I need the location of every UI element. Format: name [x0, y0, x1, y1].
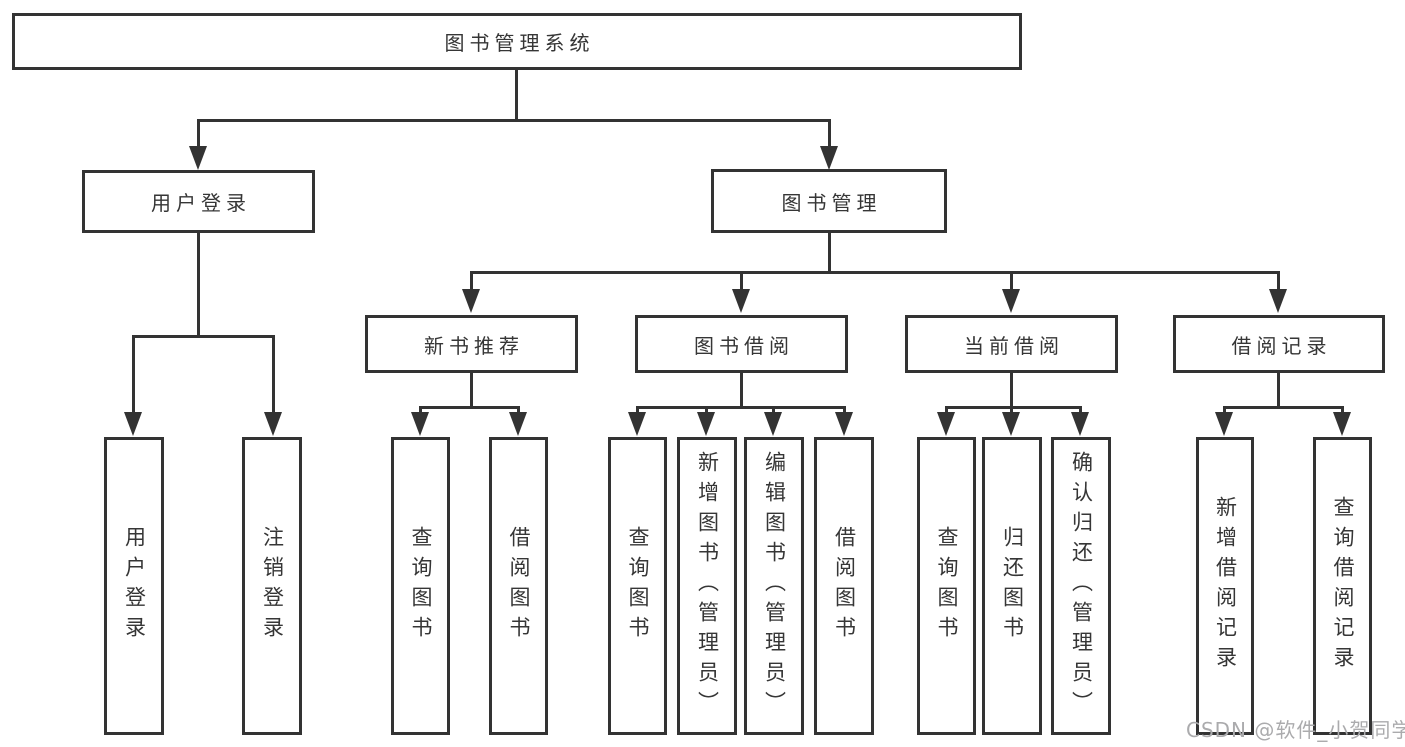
arrow-down-icon [462, 289, 480, 313]
node-leaf-rec-borrow-books: 借阅图书 [489, 437, 548, 735]
csdn-watermark: CSDN @软件_小贺同学 [1186, 718, 1405, 742]
arrow-down-icon [732, 289, 750, 313]
arrow-down-icon [1002, 289, 1020, 313]
node-current-borrowing: 当前借阅 [905, 315, 1118, 373]
arrow-down-icon [835, 412, 853, 436]
node-leaf-cb-query-books: 查询图书 [917, 437, 976, 735]
connector-line [636, 406, 846, 409]
node-leaf-rec-query-books: 查询图书 [391, 437, 450, 735]
connector-line [132, 335, 135, 415]
connector-line [828, 119, 831, 151]
connector-line [1277, 373, 1280, 408]
arrow-down-icon [509, 412, 527, 436]
connector-line [272, 335, 275, 415]
node-borrowing-records: 借阅记录 [1173, 315, 1385, 373]
connector-line [1277, 271, 1280, 295]
connector-line [419, 406, 520, 409]
arrow-down-icon [937, 412, 955, 436]
connector-line [132, 335, 275, 338]
arrow-down-icon [1269, 289, 1287, 313]
node-library-management-system: 图书管理系统 [12, 13, 1022, 70]
node-leaf-logout: 注销登录 [242, 437, 302, 735]
arrow-down-icon [411, 412, 429, 436]
connector-line [470, 271, 473, 295]
arrow-down-icon [124, 412, 142, 436]
node-leaf-user-login: 用户登录 [104, 437, 164, 735]
connector-line [197, 119, 200, 151]
connector-line [740, 373, 743, 408]
connector-line [740, 271, 743, 295]
node-leaf-cb-return-books: 归还图书 [982, 437, 1042, 735]
node-leaf-bb-add-books-admin: 新增图书（管理员） [677, 437, 737, 735]
connector-line [197, 233, 200, 335]
connector-line [1010, 373, 1013, 408]
node-leaf-bb-edit-books-admin: 编辑图书（管理员） [744, 437, 804, 735]
node-leaf-bb-query-books: 查询图书 [608, 437, 667, 735]
arrow-down-icon [264, 412, 282, 436]
node-user-login: 用户登录 [82, 170, 315, 233]
node-leaf-bb-borrow-books: 借阅图书 [814, 437, 874, 735]
connector-line [945, 406, 1082, 409]
node-leaf-br-query-record: 查询借阅记录 [1313, 437, 1372, 735]
arrow-down-icon [820, 146, 838, 170]
arrow-down-icon [764, 412, 782, 436]
arrow-down-icon [1002, 412, 1020, 436]
arrow-down-icon [1215, 412, 1233, 436]
node-leaf-cb-confirm-return-admin: 确认归还（管理员） [1051, 437, 1111, 735]
connector-line [470, 271, 1280, 274]
node-new-book-recommend: 新书推荐 [365, 315, 578, 373]
arrow-down-icon [189, 146, 207, 170]
node-book-management: 图书管理 [711, 169, 947, 233]
node-book-borrowing: 图书借阅 [635, 315, 848, 373]
connector-line [197, 119, 831, 122]
arrow-down-icon [697, 412, 715, 436]
connector-line [1223, 406, 1344, 409]
connector-line [1010, 271, 1013, 295]
arrow-down-icon [628, 412, 646, 436]
connector-line [470, 373, 473, 408]
connector-line [515, 70, 518, 120]
node-leaf-br-add-record: 新增借阅记录 [1196, 437, 1254, 735]
arrow-down-icon [1071, 412, 1089, 436]
connector-line [828, 233, 831, 272]
arrow-down-icon [1333, 412, 1351, 436]
